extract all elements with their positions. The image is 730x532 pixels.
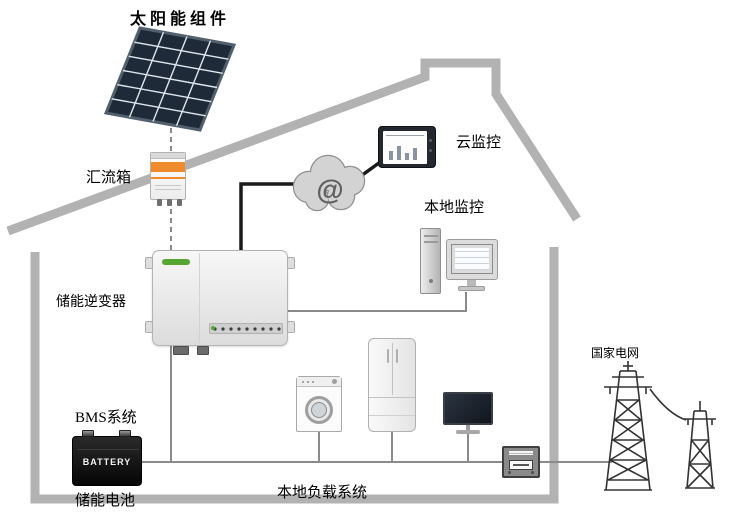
label-local-load-system: 本地负载系统 (277, 485, 368, 501)
combiner-plug (177, 199, 182, 206)
washing-machine-icon (296, 376, 342, 432)
tv-base (456, 430, 480, 434)
label-local-monitor: 本地监控 (424, 200, 485, 216)
fridge-drawer-seam (369, 415, 415, 416)
tv-screen (443, 392, 493, 425)
tv-icon (443, 392, 493, 436)
meter-screw (531, 471, 534, 474)
washer-indicator (307, 381, 309, 383)
mount-tab (145, 321, 153, 333)
label-storage-battery: 储能电池 (75, 493, 136, 509)
combiner-cap (151, 153, 185, 159)
storage-battery-icon: BATTERY (72, 430, 142, 486)
label-cloud-monitor: 云监控 (456, 135, 502, 151)
pc-power-button (429, 279, 433, 283)
battery-groove (77, 449, 139, 450)
local-monitor-pc-icon (420, 226, 500, 296)
inverter-to-monitor-line (288, 292, 467, 312)
pc-monitor (446, 239, 498, 280)
washer-indicator (312, 381, 314, 383)
mount-tab (145, 257, 153, 269)
combiner-plug (167, 199, 172, 206)
inverter-seam (199, 253, 200, 343)
inverter-status-led (211, 326, 215, 330)
inverter-connector (173, 346, 189, 355)
inverter-led-strip (209, 323, 283, 334)
pc-tower (420, 228, 441, 294)
fridge-handle (396, 349, 398, 363)
battery-terminal (82, 430, 94, 437)
cloud-monitor-tablet-icon (378, 126, 436, 168)
fridge-freezer-seam (369, 397, 415, 398)
meter-label-plate (508, 450, 534, 456)
combiner-orange-stripe (151, 177, 185, 179)
washer-door-glass (311, 402, 327, 418)
combiner-box-icon (150, 152, 186, 206)
label-bms-system: BMS系统 (75, 410, 137, 426)
tablet-chart-bar (389, 151, 393, 160)
power-tower-small-icon (684, 401, 716, 489)
tablet-chart-bar (405, 153, 409, 160)
storage-inverter-icon (145, 250, 295, 355)
tablet-chart-bar (413, 148, 417, 160)
tablet-button (429, 139, 432, 142)
fridge-handle (387, 349, 389, 363)
tv-neck (466, 425, 470, 430)
pc-drive-slot (424, 235, 438, 237)
battery-brand-text: BATTERY (82, 457, 132, 467)
solar-panel-icon (103, 26, 237, 132)
pc-monitor-base (458, 286, 485, 291)
pc-monitor-neck (467, 280, 476, 286)
battery-terminal (119, 430, 131, 437)
at-symbol: @ (316, 174, 343, 205)
label-storage-inverter: 储能逆变器 (56, 295, 126, 310)
label-combiner-box: 汇流箱 (86, 170, 132, 186)
tablet-screen (383, 131, 427, 164)
power-tower-large-icon (604, 361, 652, 491)
inverter-connector (197, 346, 209, 355)
washer-indicator (302, 381, 304, 383)
pc-drive-slot (424, 241, 438, 243)
mount-tab (287, 321, 295, 333)
combiner-orange-band (151, 162, 185, 172)
mount-tab (287, 257, 295, 269)
tablet-chart-line (386, 135, 424, 136)
inverter-to-cloud-line (239, 182, 300, 252)
tablet-button (429, 149, 432, 152)
house-outline (6, 58, 581, 504)
combiner-vents (155, 185, 181, 193)
inverter-logo (162, 259, 190, 265)
combiner-plug (157, 199, 162, 206)
grid-wire (649, 388, 687, 421)
fridge-door-seam (392, 343, 393, 395)
label-solar-modules: 太阳能组件 (130, 11, 231, 28)
pc-screen (451, 244, 493, 274)
tablet-chart-bar (397, 146, 401, 160)
meter-screw (508, 471, 511, 474)
cloud-icon: @ (292, 154, 366, 212)
meter-display (509, 460, 533, 470)
washer-knob (332, 379, 337, 384)
label-national-grid: 国家电网 (591, 346, 640, 360)
smart-meter-icon (502, 446, 540, 478)
washer-control-panel (297, 377, 341, 387)
meter-digits (513, 464, 529, 466)
refrigerator-icon (368, 338, 416, 432)
